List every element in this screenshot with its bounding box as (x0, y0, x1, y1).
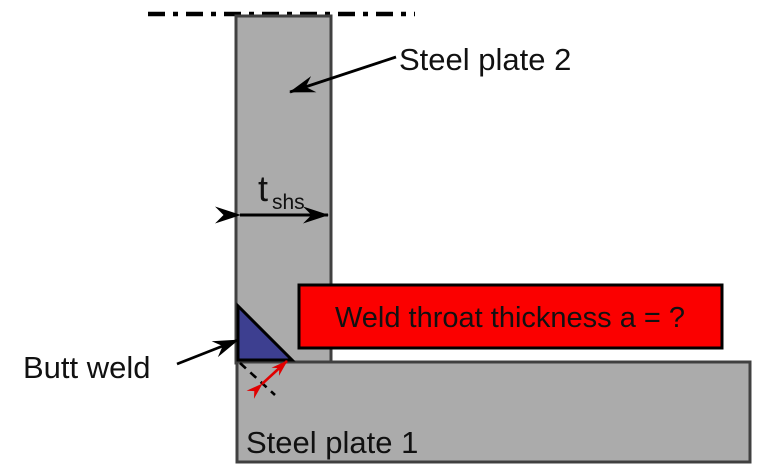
butt-weld-arrow (176, 338, 239, 366)
butt-weld-label: Butt weld (23, 350, 151, 385)
throat-construction-dashed-line (239, 362, 276, 396)
thickness-label-t: t (258, 168, 268, 209)
throat-dimension-arrow (246, 360, 288, 399)
weld-throat-callout (297, 283, 724, 350)
weld-throat-callout-label: Weld throat thickness a = ? (335, 302, 685, 334)
butt-weld-shape (236, 302, 296, 362)
thickness-label-subscript: shs (272, 191, 305, 214)
steel-plate-2-label: Steel plate 2 (399, 42, 571, 77)
steel-plate-1-shape (235, 360, 752, 464)
steel-plate-2-arrow (289, 55, 397, 94)
steel-plate-1-label: Steel plate 1 (246, 425, 418, 460)
